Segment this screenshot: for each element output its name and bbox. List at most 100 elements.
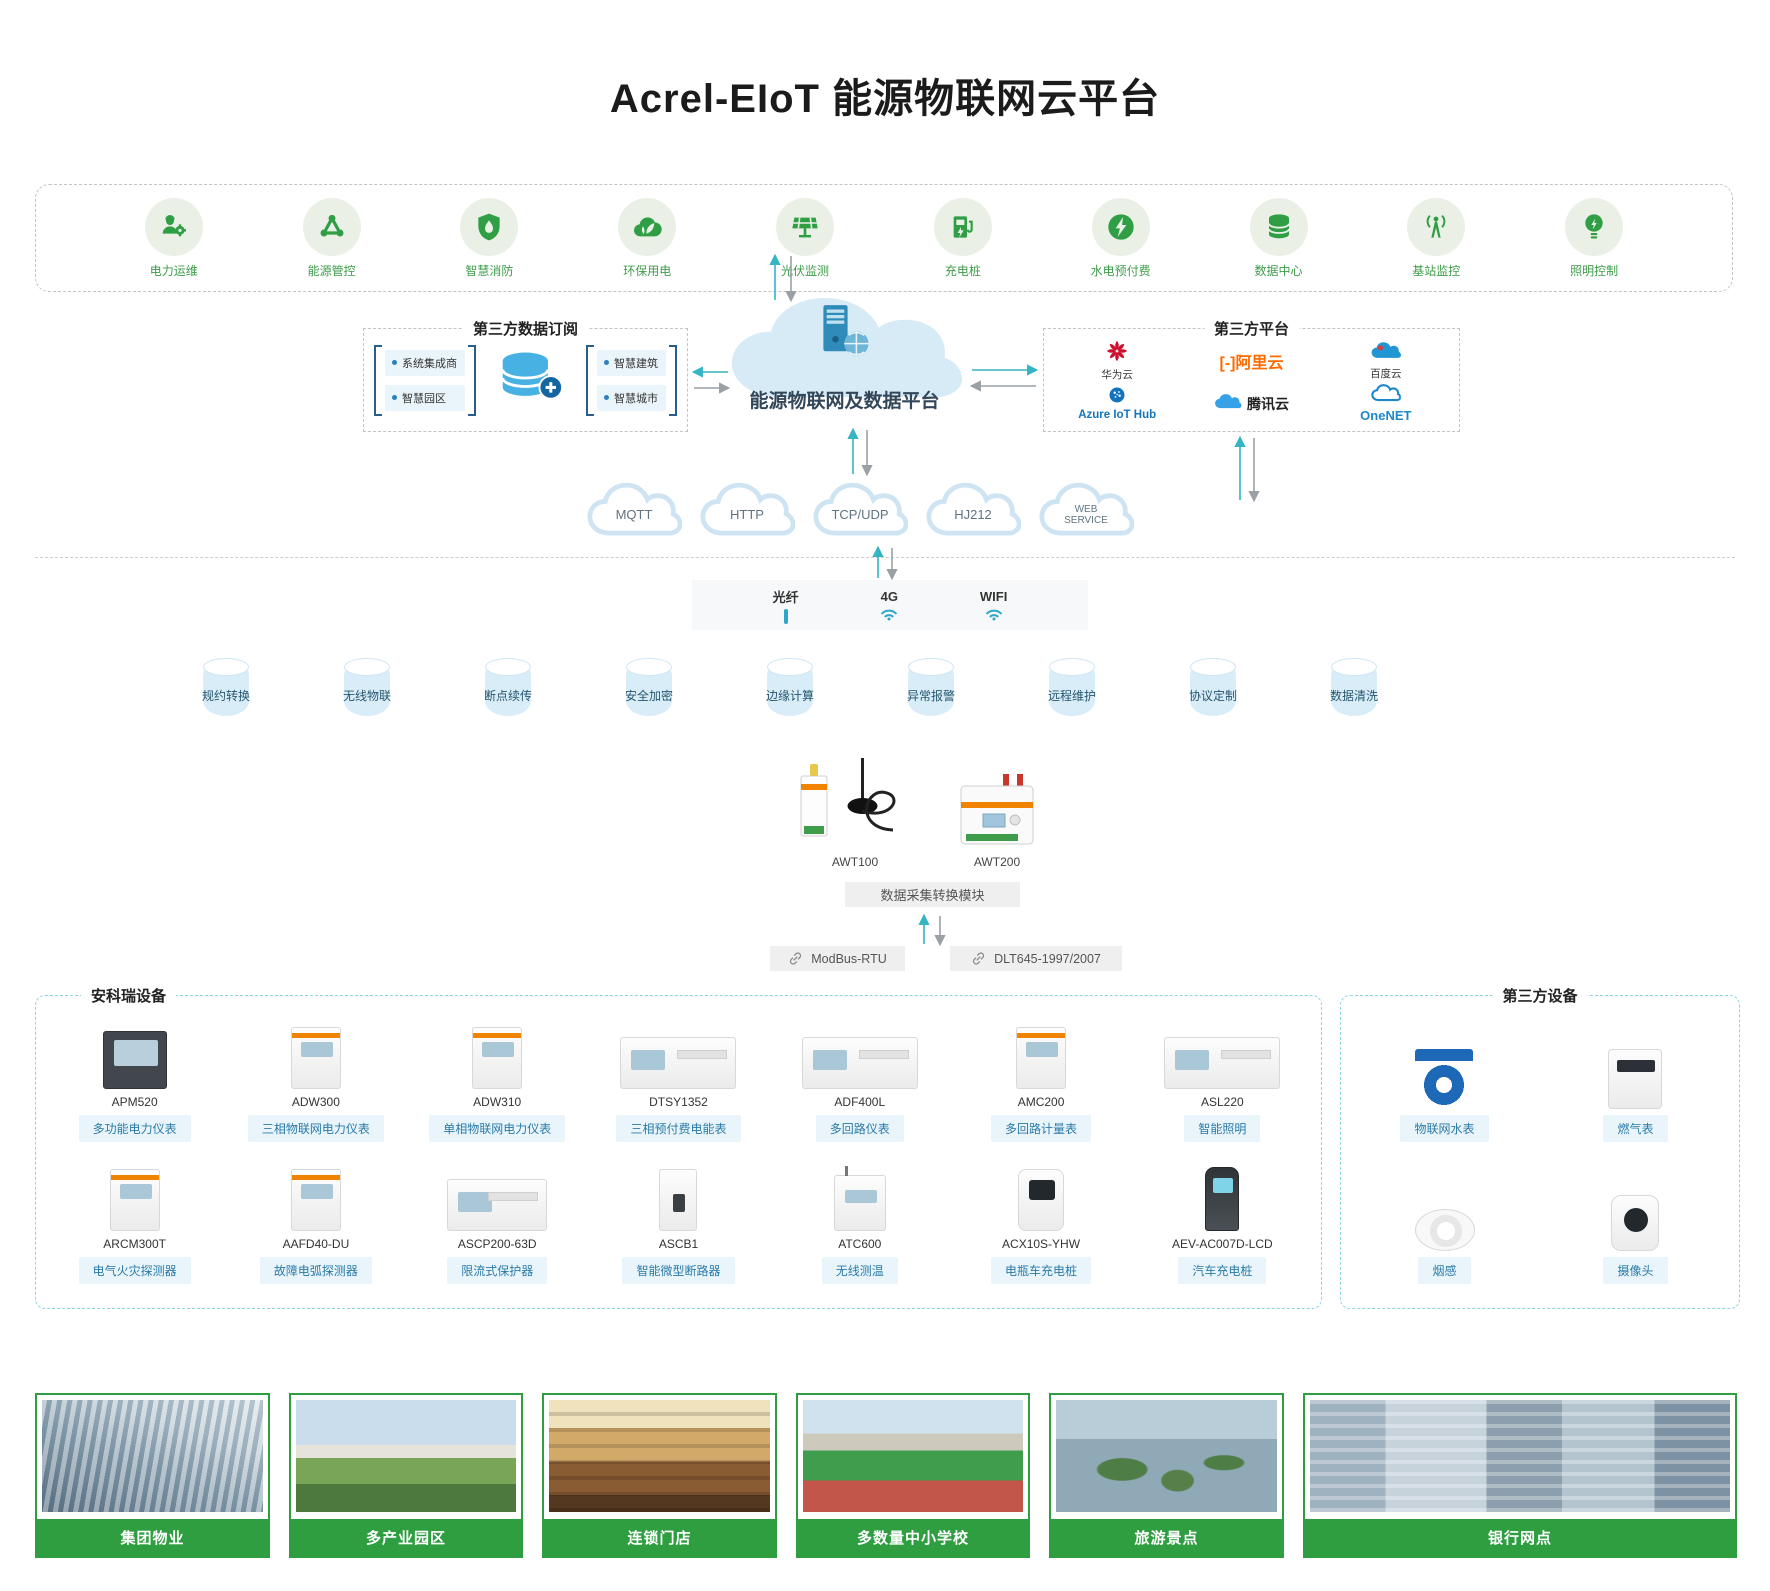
platform-huawei: 华为云 [1101,340,1133,382]
platform-label: Azure IoT Hub [1078,409,1157,421]
capabilities-row: 规约转换 无线物联 断点续传 安全加密 边缘计算 异常报警 远程维护 协议定制 … [170,658,1410,728]
link-icon [971,951,986,966]
cylinder-icon [203,658,249,716]
baidu-cloud-icon [1370,341,1402,364]
device-photo [1611,1195,1660,1251]
subscription-item-label: 智慧建筑 [614,357,658,370]
device-cell: 烟感 [1414,1156,1475,1284]
device-photo [659,1169,698,1231]
platform-tencent: 腾讯云 [1214,393,1289,414]
conn-label: WIFI [979,589,1008,604]
conn-label: 光纤 [772,589,799,605]
awt200-photo [960,774,1034,845]
app-label: 充电桩 [944,263,981,278]
device-photo [1415,1049,1474,1109]
capability-label: 数据清洗 [1329,689,1378,703]
scenario-label: 多数量中小学校 [798,1519,1028,1556]
device-cell: ASL220 智能照明 [1164,1014,1281,1142]
device-name: ADW310 [473,1095,522,1109]
server-globe-icon [823,305,869,356]
scenario-label: 连锁门店 [544,1519,775,1556]
device-photo [1016,1027,1067,1089]
capability-label: 边缘计算 [765,689,814,703]
third-party-devices-title: 第三方设备 [1492,985,1588,1006]
energy-control-icon [302,197,361,256]
device-label-chip: 三相预付费电能表 [616,1115,741,1142]
device-name: ASCB1 [658,1237,699,1251]
device-label-chip: 汽车充电桩 [1178,1257,1267,1284]
gateway-name: AWT100 [831,855,879,869]
third-party-devices-box: 第三方设备 物联网水表 燃气表 烟感 摄像头 [1340,985,1740,1309]
cylinder-icon [485,658,531,716]
device-label-chip: 无线测温 [821,1257,898,1284]
huawei-cloud-icon [1105,340,1129,365]
device-label-chip: 智能照明 [1184,1115,1261,1142]
onenet-cloud-icon [1371,384,1401,406]
device-name: ASL220 [1200,1095,1244,1109]
platform-alicloud: [-]阿里云 [1219,349,1283,373]
device-label-chip: 燃气表 [1603,1115,1668,1142]
platform-baidu: 百度云 [1370,341,1402,381]
database-icon [1249,197,1308,256]
app-eco-power: 环保用电 [597,197,697,279]
platform-label: 百度云 [1370,367,1402,380]
bolt-circle-icon [1091,197,1150,256]
bullet-dot-icon [604,395,609,400]
bullet-dot-icon [392,395,397,400]
device-name: DTSY1352 [649,1095,708,1109]
device-photo [833,1166,886,1231]
connectivity-box: 光纤 4G WIFI [692,580,1088,630]
capability-item: 异常报警 [875,658,987,728]
subscription-title: 第三方数据订阅 [462,318,589,339]
capability-item: 规约转换 [170,658,282,728]
scenario-card: 多数量中小学校 [796,1393,1030,1558]
capability-item: 断点续传 [452,658,564,728]
subscription-item-label: 系统集成商 [402,357,457,370]
app-label: 照明控制 [1570,263,1619,278]
cylinder-icon [1190,658,1236,716]
scenario-label: 多产业园区 [291,1519,521,1556]
capability-item: 远程维护 [1016,658,1128,728]
device-photo [290,1169,341,1231]
protocol-label: HJ212 [954,506,992,522]
capability-label: 协议定制 [1188,689,1237,703]
subscription-item: 智慧城市 [597,384,666,411]
wifi-icon [879,607,899,621]
gateway-module-label: 数据采集转换模块 [880,888,985,903]
platform-azure: Azure IoT Hub [1078,386,1156,421]
power-ops-icon [144,197,203,256]
scenario-label: 集团物业 [37,1519,268,1556]
device-photo [472,1027,523,1089]
protocol-chip-modbus: ModBus-RTU [770,946,905,971]
scenario-photo [1310,1400,1730,1512]
platform-label: 腾讯云 [1246,395,1289,412]
cylinder-icon [1049,658,1095,716]
wifi-icon [984,607,1004,621]
app-data-center: 数据中心 [1229,197,1329,279]
applications-box: 电力运维 能源管控 智慧消防 环保用电 光伏监测 充电桩 水电预付费 数据中心 [35,184,1733,292]
scenario-card: 旅游景点 [1049,1393,1284,1558]
bullet-dot-icon [604,360,609,365]
device-label-chip: 三相物联网电力仪表 [247,1115,384,1142]
subscription-item: 系统集成商 [385,349,465,376]
scenario-photo [42,1400,263,1512]
scenario-card: 多产业园区 [289,1393,523,1558]
device-cell: 物联网水表 [1400,1014,1489,1142]
device-photo [1414,1209,1475,1251]
third-party-devices-row1: 物联网水表 燃气表 [1349,1014,1731,1142]
device-cell: 摄像头 [1603,1156,1668,1284]
subscription-item: 智慧园区 [385,384,465,411]
device-label-chip: 电气火灾探测器 [78,1257,191,1284]
device-name: ASCP200-63D [457,1237,537,1251]
device-photo [109,1169,160,1231]
central-cloud-label: 能源物联网及数据平台 [749,391,940,412]
gateway-name: AWT200 [973,855,1021,869]
device-photo [1205,1167,1240,1231]
capability-item: 数据清洗 [1298,658,1410,728]
